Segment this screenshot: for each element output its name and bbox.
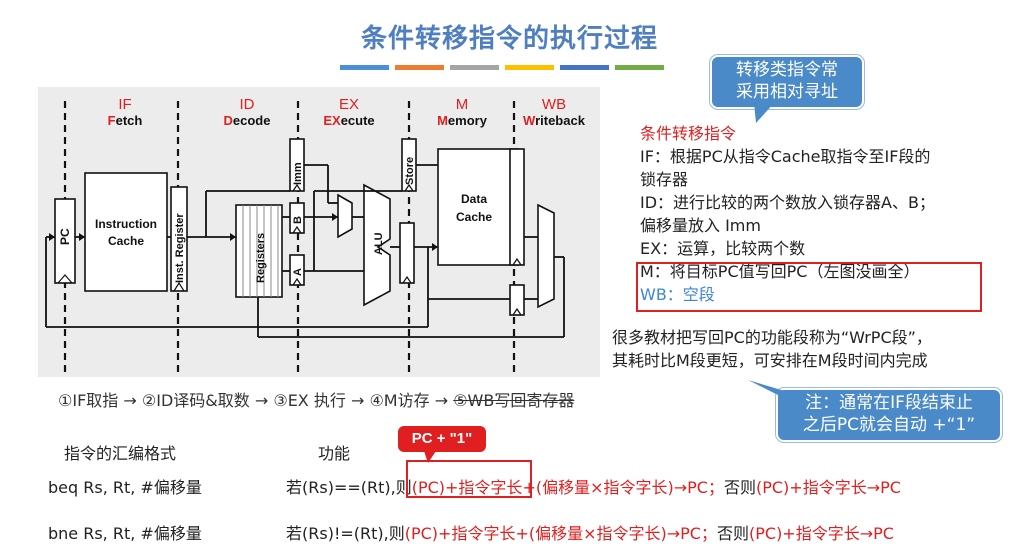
callout-line: 采用相对寻址 [736, 82, 838, 102]
pc-plus-length-highlight [406, 460, 532, 498]
stage-step: ④M访存 [369, 391, 430, 410]
inst-register [170, 186, 188, 292]
asm-format: bne Rs, Rt, #偏移量 [48, 524, 202, 543]
note-m: M：将目标PC值写回PC（左图没画全） [640, 262, 920, 281]
stage-step: ②ID译码&取数 [141, 391, 250, 410]
stage-ex-name: EXecute [323, 113, 374, 128]
stage-wb-abbr: WB [542, 96, 566, 113]
table-row: bne Rs, Rt, #偏移量 若(Rs)!=(Rt),则(PC)+指令字长+(… [48, 520, 894, 544]
table-header-format: 指令的汇编格式 [64, 444, 177, 463]
note-ex: EX：运算，比较两个数 [640, 239, 806, 258]
note-id-cont: 偏移量放入 Imm [640, 216, 761, 235]
note-if: IF：根据PC从指令Cache取指令至IF段的 [640, 147, 931, 166]
pipeline-datapath-diagram: IF Fetch ID Decode EX EXecute M Memory W… [38, 87, 600, 377]
m-wb-highlight-box [636, 262, 982, 312]
alu-output-latch [399, 222, 415, 284]
color-bar [395, 65, 444, 70]
function-pc-plus-length: (PC)+指令字长 [411, 478, 523, 497]
stage-step: ①IF取指 [58, 391, 119, 410]
pc-plus-one-bubble: PC + "1" [398, 426, 486, 452]
title-color-bars [340, 65, 664, 70]
a-latch [289, 254, 305, 286]
pipeline-stages-line: ①IF取指 → ②ID译码&取数 → ③EX 执行 → ④M访存 → ⑤WB写回… [58, 387, 574, 411]
color-bar [560, 65, 609, 70]
dcache-label: Cache [456, 210, 492, 224]
function-cond: 若(Rs)==(Rt),则 [286, 478, 412, 497]
wrpc-line: 其耗时比M段更短，可安排在M段时间内完成 [612, 351, 928, 370]
table-header-function: 功能 [318, 444, 351, 463]
function-pc-plus-length: (PC)+指令字长 [404, 524, 516, 543]
inst-register-label: Inst. Register [174, 213, 186, 283]
function-else-value: (PC)+指令字长→PC [755, 478, 901, 497]
note-wb: WB：空段 [640, 285, 715, 304]
color-bar [505, 65, 554, 70]
callout-tip [748, 380, 788, 400]
page-title: 条件转移指令的执行过程 [360, 24, 658, 54]
alu-label: ALU [373, 232, 385, 255]
asm-format: beq Rs, Rt, #偏移量 [48, 478, 202, 497]
alu-mux [337, 193, 353, 239]
function-offset: +(偏移量×指令字长)→PC； [522, 478, 724, 497]
function-else-value: (PC)+指令字长→PC [749, 524, 894, 543]
wb-mux [537, 203, 555, 309]
register-file [235, 204, 283, 298]
function-else: 否则 [723, 478, 756, 497]
conditional-branch-notes: 条件转移指令 IF：根据PC从指令Cache取指令至IF段的 锁存器 ID：进行… [640, 122, 1010, 306]
notes-heading: 条件转移指令 [640, 124, 737, 143]
callout-pc-auto-increment: 注：通常在IF段结束止 之后PC就会自动 +“1” [776, 388, 1002, 442]
wb-latch-lower [509, 284, 525, 316]
dcache-label: Data [461, 192, 487, 206]
stage-m-name: Memory [437, 113, 488, 128]
pipeline-svg: IF Fetch ID Decode EX EXecute M Memory W… [45, 96, 586, 375]
registers-label: Registers [255, 233, 267, 283]
b-label: B [292, 216, 304, 224]
function-cond: 若(Rs)!=(Rt),则 [286, 524, 405, 543]
function-offset: +(偏移量×指令字长)→PC； [515, 524, 717, 543]
instruction-cache [84, 172, 168, 292]
icache-label: Cache [108, 234, 144, 248]
color-bar [340, 65, 389, 70]
b-latch [289, 202, 305, 234]
wrpc-line: 很多教材把写回PC的功能段称为“WrPC段”， [612, 328, 932, 347]
stage-id-abbr: ID [240, 96, 255, 113]
wrpc-note: 很多教材把写回PC的功能段称为“WrPC段”， 其耗时比M段更短，可安排在M段时… [612, 326, 1012, 372]
stage-if-name: Fetch [108, 113, 143, 128]
stage-ex-abbr: EX [339, 96, 359, 113]
bubble-text: PC + "1" [411, 430, 473, 447]
callout-line: 转移类指令常 [736, 60, 838, 80]
a-label: A [292, 268, 304, 276]
color-bar [450, 65, 499, 70]
arrow-icon: → [350, 391, 370, 410]
callout-line: 之后PC就会自动 +“1” [802, 415, 976, 435]
callout-line: 注：通常在IF段结束止 [805, 393, 973, 413]
alu [363, 183, 391, 307]
callout-tip [754, 103, 774, 123]
wb-latch-upper [509, 148, 525, 266]
table-row: beq Rs, Rt, #偏移量 若(Rs)==(Rt),则(PC)+指令字长+(… [48, 474, 901, 498]
pc-label: PC [58, 228, 72, 245]
stage-if-abbr: IF [118, 96, 131, 113]
arrow-icon: → [434, 391, 454, 410]
icache-label: Instruction [95, 217, 157, 231]
stage-wb-name: Writeback [523, 113, 586, 128]
arrow-icon: → [123, 391, 142, 410]
stage-m-abbr: M [456, 96, 469, 113]
callout-relative-addressing: 转移类指令常 采用相对寻址 [710, 55, 864, 109]
stage-step-struck: ⑤WB写回寄存器 [453, 391, 575, 410]
stage-id-name: Decode [224, 113, 271, 128]
color-bar [615, 65, 664, 70]
pc-register [54, 198, 76, 284]
note-id: ID：进行比较的两个数放入锁存器A、B； [640, 193, 935, 212]
stage-step: ③EX 执行 [273, 391, 346, 410]
function-else: 否则 [716, 524, 749, 543]
imm-label: Imm [292, 162, 304, 185]
arrow-icon: → [254, 391, 274, 410]
store-label: Store [404, 157, 416, 185]
note-if-cont: 锁存器 [640, 170, 689, 189]
data-cache [437, 148, 519, 266]
